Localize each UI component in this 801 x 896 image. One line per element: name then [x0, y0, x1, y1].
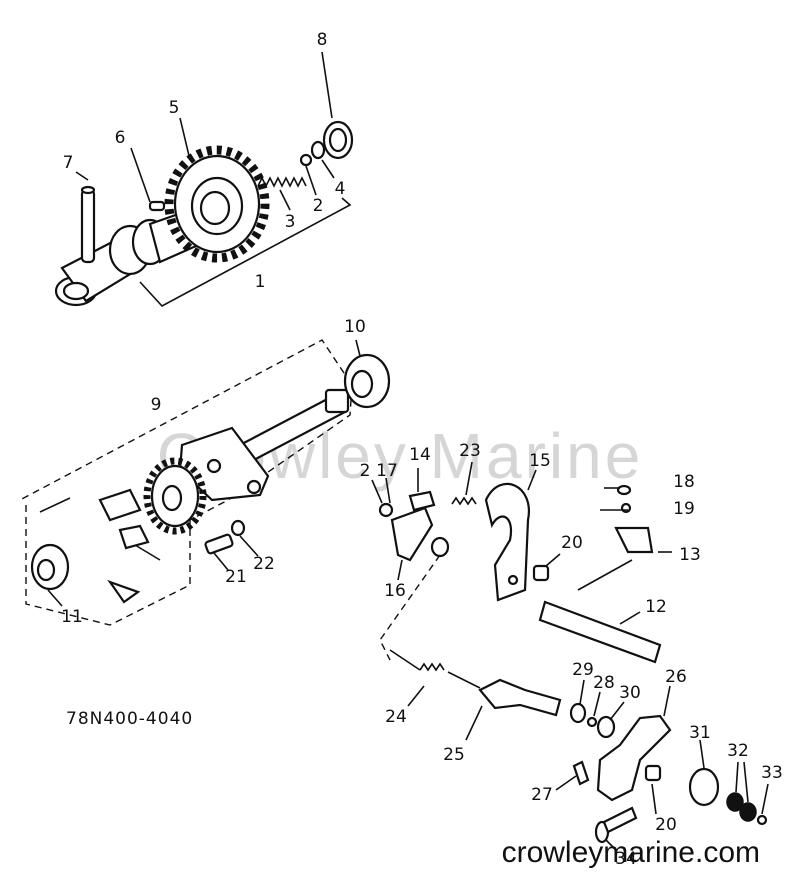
washer-part-28	[586, 716, 598, 728]
washer-part-31	[688, 767, 720, 807]
assembly-outline-9	[19, 339, 353, 626]
bracket-part-15	[484, 482, 531, 602]
callout-21: 21	[225, 567, 247, 587]
callout-6: 6	[115, 128, 126, 148]
callout-13: 13	[679, 545, 701, 565]
catalog-number: 78N400-4040	[66, 709, 193, 729]
bolt-part-21	[204, 533, 234, 555]
lever-part-16	[390, 506, 434, 562]
control-linkage-assembly	[371, 461, 769, 849]
callout-7: 7	[63, 153, 74, 173]
callout-29: 29	[572, 660, 594, 680]
ring-part-8	[322, 120, 354, 160]
callout-12: 12	[645, 597, 667, 617]
callout-2-top: 2	[313, 196, 324, 216]
shaft-part-12	[538, 600, 662, 664]
pin-part-7	[80, 185, 96, 264]
screw-part-18	[616, 484, 632, 496]
washer-part-30	[596, 715, 616, 739]
callout-9: 9	[151, 395, 162, 415]
callout-22: 22	[253, 554, 275, 574]
assembly-bracket-1	[139, 197, 352, 307]
lever-part-26	[596, 714, 672, 802]
callout-19: 19	[673, 499, 695, 519]
callout-28: 28	[593, 673, 615, 693]
callout-24: 24	[385, 707, 407, 727]
screw-part-27	[572, 760, 590, 786]
callout-26: 26	[665, 667, 687, 687]
plunger-part-2	[299, 153, 313, 167]
callout-31: 31	[689, 723, 711, 743]
callout-2-mid: 2	[360, 461, 371, 481]
spring-part-23	[451, 496, 477, 506]
callout-11: 11	[61, 607, 83, 627]
cam-gear-part-5	[164, 145, 270, 263]
callout-1: 1	[255, 272, 266, 292]
bushing-part-10	[343, 353, 391, 409]
callout-16: 16	[384, 581, 406, 601]
callout-4: 4	[335, 179, 346, 199]
callout-32: 32	[727, 741, 749, 761]
lever-part-25	[478, 678, 562, 717]
governor-assembly	[19, 339, 391, 626]
nut-part-20-upper	[532, 564, 550, 582]
callout-17: 17	[376, 461, 398, 481]
callout-14: 14	[409, 445, 431, 465]
nut-part-20-lower	[644, 764, 662, 782]
washer-part-22	[230, 519, 246, 537]
callout-25: 25	[443, 745, 465, 765]
callout-34: 34	[615, 849, 637, 869]
callout-10: 10	[344, 317, 366, 337]
plate-part-14	[408, 490, 436, 512]
collar-part-11	[30, 543, 70, 591]
key-part-6	[148, 200, 166, 212]
callout-20-upper: 20	[561, 533, 583, 553]
callout-20-lower: 20	[655, 815, 677, 835]
nuts-part-32	[726, 792, 757, 822]
bracket-part-13	[614, 526, 654, 554]
callout-23: 23	[459, 441, 481, 461]
clip-part-17	[378, 502, 394, 518]
callout-5: 5	[169, 98, 180, 118]
camshaft-part	[54, 208, 198, 307]
callout-8: 8	[317, 30, 328, 50]
callout-15: 15	[529, 451, 551, 471]
callout-27: 27	[531, 785, 553, 805]
callout-labels: 8 5 6 7 3 2 4 1 10 9 14 23 15 2 17 18 19…	[61, 30, 783, 869]
camshaft-assembly	[54, 51, 354, 307]
washer-part-29	[569, 702, 587, 724]
spring-part-24	[419, 662, 445, 672]
washer-part-4	[310, 140, 326, 160]
callout-30: 30	[619, 683, 641, 703]
clip-part-33	[756, 814, 768, 826]
bolt-part-34	[594, 806, 638, 844]
callout-33: 33	[761, 763, 783, 783]
governor-gear	[143, 457, 207, 535]
callout-18: 18	[673, 472, 695, 492]
callout-3: 3	[285, 212, 296, 232]
spring-part-3	[257, 176, 307, 188]
site-footer: crowleymarine.com	[502, 836, 760, 869]
